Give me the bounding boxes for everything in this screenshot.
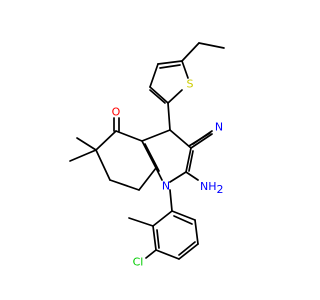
bond (188, 132, 211, 147)
chlorine-label: Cl (133, 256, 144, 269)
bond (155, 167, 163, 181)
bond (145, 249, 157, 259)
aryl-bonds (128, 189, 199, 260)
bond (169, 171, 187, 183)
nitrile-nitrogen-label: N (215, 121, 223, 134)
molecule-canvas: O S N N NH2 Cl (69, 42, 225, 269)
bond (171, 210, 196, 221)
ring-bonds (69, 117, 213, 191)
bond (194, 219, 199, 245)
bond (141, 129, 171, 142)
ring-nitrogen-label: N (162, 180, 170, 193)
bond (109, 179, 140, 191)
atom-labels: O S N N NH2 Cl (112, 78, 224, 269)
bond (138, 167, 157, 191)
bond (156, 229, 160, 249)
bond (159, 64, 181, 69)
bond (169, 189, 173, 212)
bond (155, 249, 180, 260)
bond (178, 241, 196, 256)
bond (178, 243, 199, 260)
bond (76, 137, 97, 151)
bond (128, 217, 154, 227)
bond (152, 210, 173, 227)
bond (167, 89, 183, 104)
molecule-structure: O S N N NH2 Cl (69, 42, 225, 269)
bond (95, 130, 117, 151)
bond (141, 140, 157, 169)
bond (181, 42, 200, 62)
bond (149, 89, 166, 104)
bond (185, 147, 192, 173)
bond (198, 42, 225, 49)
bond (69, 149, 97, 162)
bond (190, 133, 213, 149)
sulfur-label: S (187, 78, 194, 91)
bond (185, 171, 199, 181)
bond (188, 150, 194, 172)
bond (169, 129, 192, 149)
bond (152, 225, 157, 251)
bond (95, 149, 111, 181)
bond (149, 86, 169, 104)
bond (115, 130, 143, 142)
bond (144, 143, 160, 172)
bond (167, 102, 171, 131)
thiophene-bonds (149, 42, 225, 131)
bond (149, 63, 159, 88)
oxygen-label: O (112, 106, 121, 119)
amino-label: NH2 (200, 180, 224, 196)
bond (173, 215, 193, 225)
bond (157, 60, 183, 65)
bond (181, 60, 189, 79)
